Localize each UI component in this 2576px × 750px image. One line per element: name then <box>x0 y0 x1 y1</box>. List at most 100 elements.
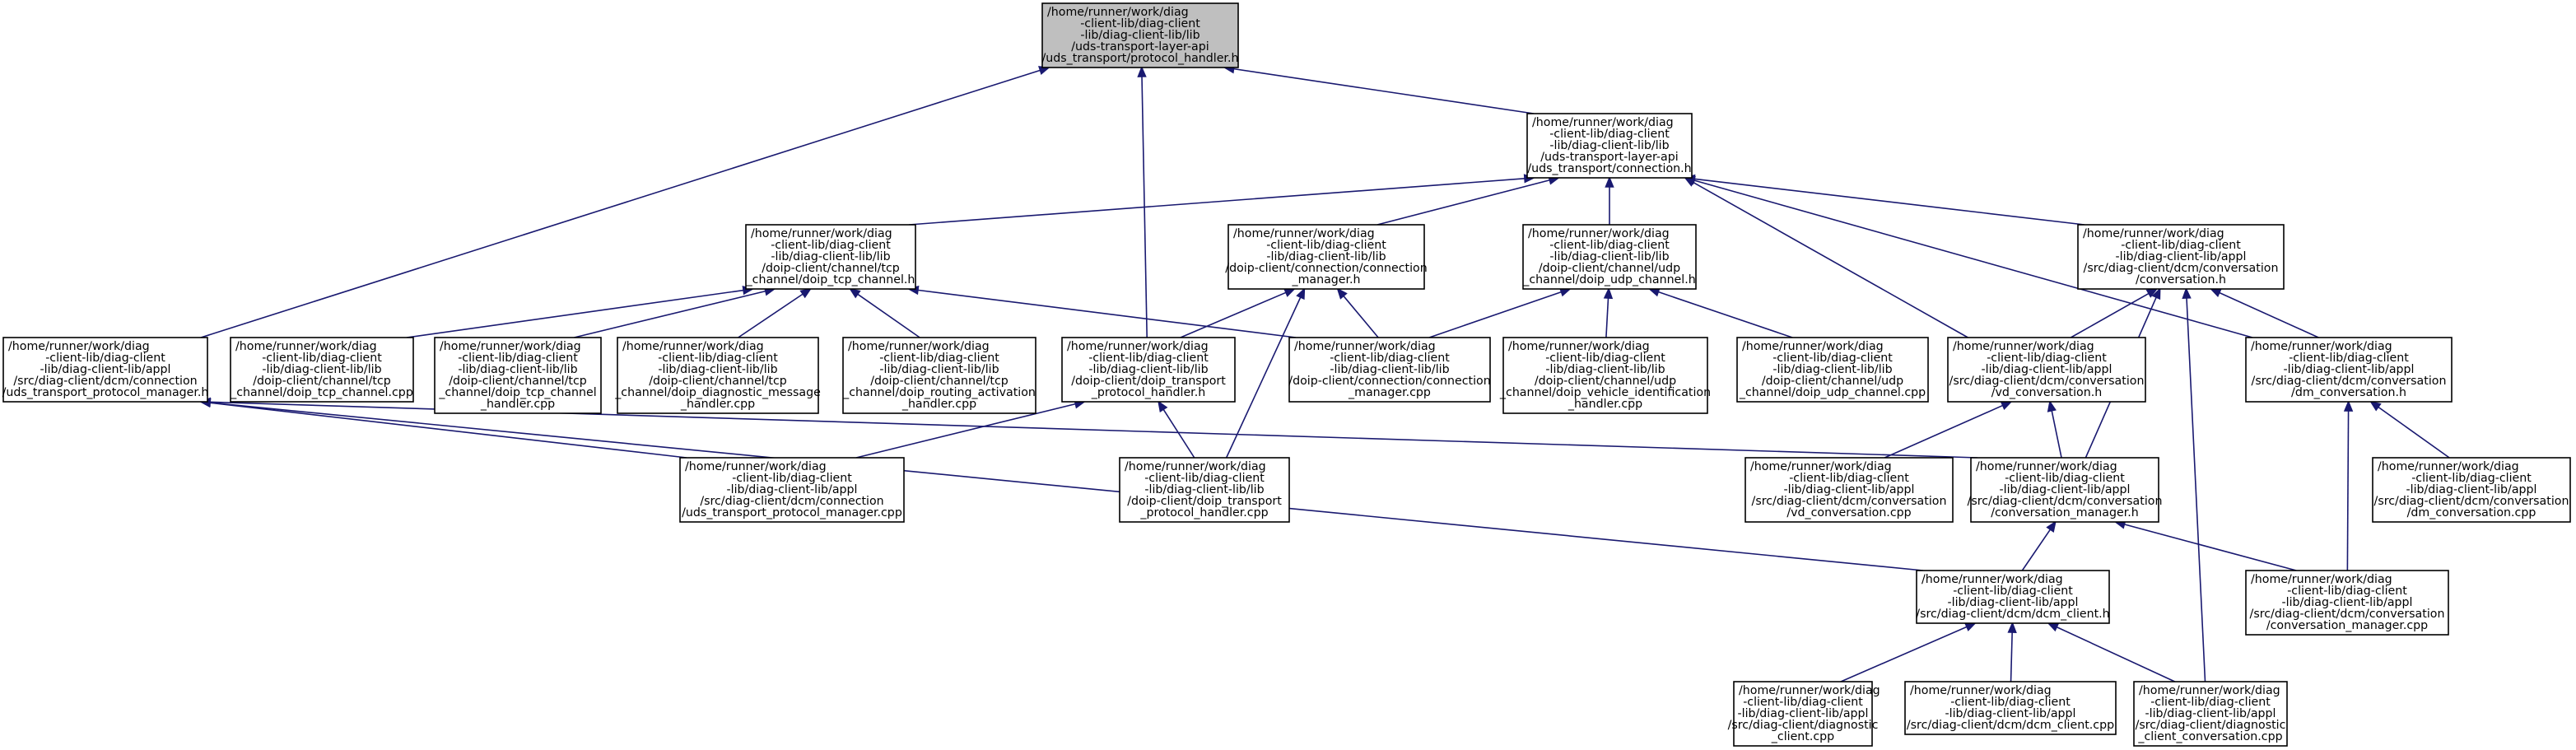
edge-line <box>1840 626 1968 682</box>
node-label-line: /doip-client/channel/tcp <box>870 375 1009 388</box>
node-box <box>2 337 208 403</box>
node-conversation-manager-cpp[interactable]: /home/runner/work/diag-client-lib/diag-c… <box>2245 570 2449 636</box>
node-label-line: -client-lib/diag-client <box>458 352 578 365</box>
edge-line <box>2346 410 2350 571</box>
node-label-line: -lib/diag-client-lib/lib <box>1080 29 1199 42</box>
edge-doip-tcp-channel-cpp-to-doip-tcp-channel-h <box>406 286 755 338</box>
node-label-line: /doip-client/connection/connection <box>1225 262 1427 275</box>
node-doip-tcp-channel-handler-cpp[interactable]: /home/runner/work/diag-client-lib/diag-c… <box>434 337 602 414</box>
node-doip-transport-protocol-handler-cpp[interactable]: /home/runner/work/diag-client-lib/diag-c… <box>1119 457 1290 523</box>
node-box <box>1061 337 1236 403</box>
edge-vd-conversation-h-to-connection-h <box>1684 176 1968 338</box>
node-label-line: /home/runner/work/diag <box>848 340 990 353</box>
node-uds-transport-protocol-manager-cpp[interactable]: /home/runner/work/diag-client-lib/diag-c… <box>679 457 905 523</box>
node-label-line: -client-lib/diag-client <box>732 472 852 485</box>
edge-line <box>738 293 804 338</box>
node-label-line: -lib/diag-client-lib/lib <box>1144 483 1264 496</box>
edge-line <box>1605 297 1609 338</box>
node-label-line: -lib/diag-client-lib/appl <box>727 483 858 496</box>
node-connection-manager-h[interactable]: /home/runner/work/diag-client-lib/diag-c… <box>1225 224 1428 290</box>
node-box <box>1522 224 1697 290</box>
node-label-line: _channel/doip_vehicle_identification <box>1499 386 1711 399</box>
edge-arrowhead <box>2046 520 2057 533</box>
edge-line <box>908 178 1526 226</box>
node-label-line: /home/runner/work/diag <box>1976 460 2117 473</box>
node-label-line: /home/runner/work/diag <box>751 227 892 240</box>
node-doip-udp-channel-cpp[interactable]: /home/runner/work/diag-client-lib/diag-c… <box>1736 337 1929 403</box>
node-label-line: _channel/doip_routing_activation <box>842 386 1036 399</box>
node-doip-tcp-channel-cpp[interactable]: /home/runner/work/diag-client-lib/diag-c… <box>230 337 414 403</box>
node-label-line: -lib/diag-client-lib/appl <box>2000 483 2131 496</box>
edge-arrowhead <box>1964 622 1977 631</box>
edge-doip-udp-channel-cpp-to-doip-udp-channel-h <box>1647 287 1793 338</box>
node-label-line: -lib/diag-client-lib/lib <box>1772 363 1892 376</box>
node-doip-udp-channel-h[interactable]: /home/runner/work/diag-client-lib/diag-c… <box>1522 224 1697 290</box>
edge-arrowhead <box>1603 286 1614 300</box>
node-label-line: -lib/diag-client-lib/lib <box>1088 363 1208 376</box>
node-label-line: /conversation.h <box>2136 273 2226 286</box>
node-label-line: /src/diag-client/dcm/conversation <box>1752 495 1947 508</box>
edge-line <box>2056 626 2176 682</box>
node-label-line: /src/diag-client/dcm/conversation <box>1949 375 2145 388</box>
node-doip-vehicle-identification-handler-cpp[interactable]: /home/runner/work/diag-client-lib/diag-c… <box>1499 337 1711 414</box>
edge-line <box>2219 291 2319 338</box>
node-vd-conversation-h[interactable]: /home/runner/work/diag-client-lib/diag-c… <box>1947 337 2146 403</box>
node-label-line: /home/runner/work/diag <box>1067 340 1209 353</box>
node-doip-tcp-channel-h[interactable]: /home/runner/work/diag-client-lib/diag-c… <box>745 224 916 290</box>
node-box <box>1736 337 1929 403</box>
edge-line <box>2021 529 2052 571</box>
node-label-line: /doip-client/channel/tcp <box>762 262 900 275</box>
node-vd-conversation-cpp[interactable]: /home/runner/work/diag-client-lib/diag-c… <box>1745 457 1954 523</box>
node-doip-transport-protocol-handler-h[interactable]: /home/runner/work/diag-client-lib/diag-c… <box>1061 337 1236 403</box>
edge-doip-tcp-channel-h-to-connection-h <box>908 174 1536 226</box>
node-uds-transport-protocol-manager-h[interactable]: /home/runner/work/diag-client-lib/diag-c… <box>2 337 209 403</box>
node-label-line: -lib/diag-client-lib/appl <box>40 363 171 376</box>
node-label-line: -lib/diag-client-lib/appl <box>1784 483 1915 496</box>
node-connection-manager-cpp[interactable]: /home/runner/work/diag-client-lib/diag-c… <box>1288 337 1491 403</box>
node-label-line: _channel/doip_udp_channel.cpp <box>1739 386 1926 399</box>
node-label-line: _channel/doip_tcp_channel.h <box>746 273 915 286</box>
edge-diagnostic-client-conversation-cpp-to-dcm-client-h <box>2047 622 2176 682</box>
node-label-line: /src/diag-client/diagnostic <box>1728 719 1879 732</box>
node-box <box>1526 113 1693 179</box>
node-label-line: /doip-client/doip_transport <box>1071 375 1226 388</box>
node-dcm-client-h[interactable]: /home/runner/work/diag-client-lib/diag-c… <box>1916 570 2110 624</box>
node-label-line: -lib/diag-client-lib/appl <box>2116 250 2247 263</box>
edge-connection-manager-cpp-to-connection-manager-h <box>1336 287 1379 338</box>
node-dm-conversation-cpp[interactable]: /home/runner/work/diag-client-lib/diag-c… <box>2372 457 2571 523</box>
node-dm-conversation-h[interactable]: /home/runner/work/diag-client-lib/diag-c… <box>2245 337 2453 403</box>
node-diagnostic-client-conversation-cpp[interactable]: /home/runner/work/diag-client-lib/diag-c… <box>2133 681 2288 747</box>
node-conversation-h[interactable]: /home/runner/work/diag-client-lib/diag-c… <box>2077 224 2285 290</box>
edge-line <box>2010 631 2013 682</box>
node-label-line: -client-lib/diag-client <box>2005 472 2125 485</box>
node-doip-routing-activation-handler-cpp[interactable]: /home/runner/work/diag-client-lib/diag-c… <box>842 337 1036 414</box>
node-diagnostic-client-cpp[interactable]: /home/runner/work/diag-client-lib/diag-c… <box>1728 681 1880 747</box>
node-label-line: -lib/diag-client-lib/lib <box>658 363 777 376</box>
edge-doip-routing-activation-handler-cpp-to-doip-tcp-channel-h <box>849 287 920 338</box>
edge-line <box>855 403 1076 459</box>
node-label-line: /doip-client/channel/udp <box>1762 375 1903 388</box>
node-label-line: -client-lib/diag-client <box>2121 239 2241 252</box>
edge-line <box>1657 291 1793 338</box>
node-label-line: -client-lib/diag-client <box>2150 696 2271 709</box>
node-box <box>1502 337 1708 414</box>
node-label-line: -lib/diag-client-lib/appl <box>1948 596 2079 609</box>
node-label-line: -lib/diag-client-lib/appl <box>2284 363 2415 376</box>
edge-line <box>574 290 766 338</box>
edge-arrowhead <box>2369 400 2382 412</box>
node-label-line: _handler.cpp <box>680 398 755 411</box>
node-connection-h[interactable]: /home/runner/work/diag-client-lib/diag-c… <box>1526 113 1693 179</box>
node-label-line: /home/runner/work/diag <box>440 340 581 353</box>
edge-dcm-client-h-to-uds-transport-protocol-manager-h <box>198 398 1924 571</box>
edge-line <box>1693 178 2085 226</box>
edge-doip-transport-protocol-handler-h-to-connection-manager-h <box>1180 288 1297 338</box>
node-label-line: -lib/diag-client-lib/lib <box>262 363 381 376</box>
node-label-line: -lib/diag-client-lib/lib <box>1330 363 1449 376</box>
node-label-line: -client-lib/diag-client <box>1330 352 1450 365</box>
node-label-line: -client-lib/diag-client <box>45 352 165 365</box>
node-conversation-manager-h[interactable]: /home/runner/work/diag-client-lib/diag-c… <box>1968 457 2163 523</box>
edge-line <box>857 293 920 338</box>
node-doip-diagnostic-message-handler-cpp[interactable]: /home/runner/work/diag-client-lib/diag-c… <box>614 337 821 414</box>
node-dcm-client-cpp[interactable]: /home/runner/work/diag-client-lib/diag-c… <box>1904 681 2117 735</box>
